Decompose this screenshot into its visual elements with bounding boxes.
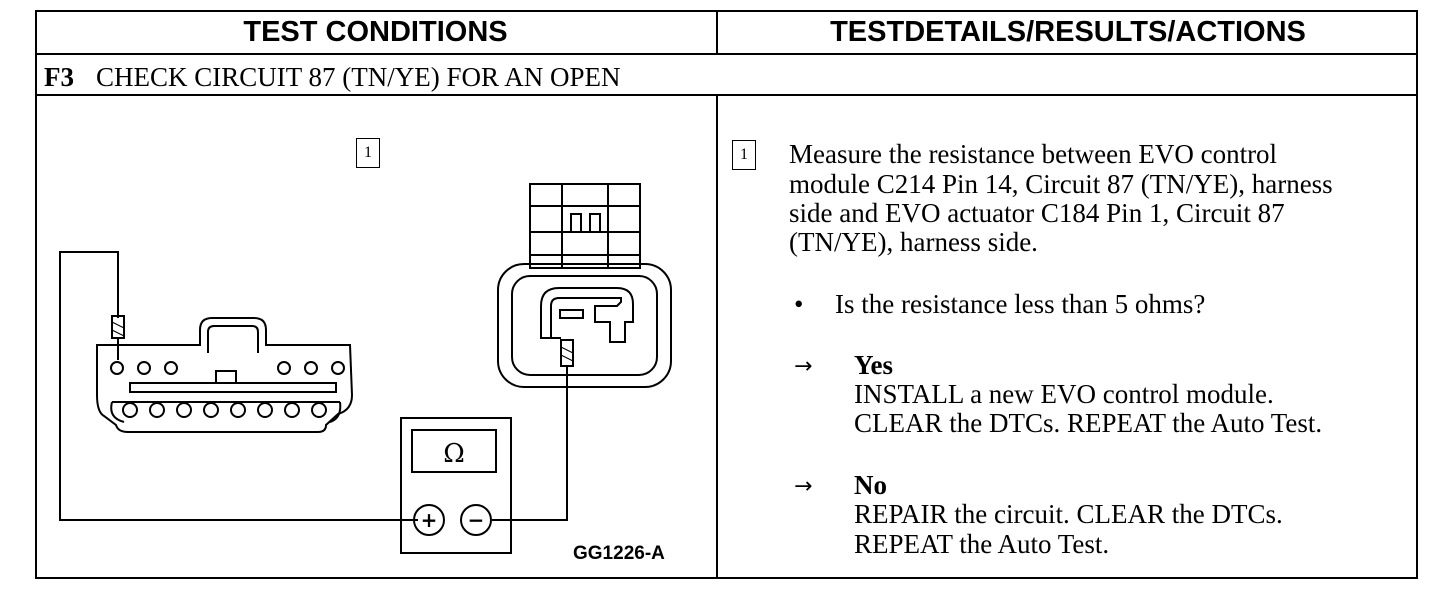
instruction-line-2: module C214 Pin 14, Circuit 87 (TN/YE), …	[789, 169, 1333, 199]
no-action-line-1: REPAIR the circuit. CLEAR the DTCs.	[854, 499, 1283, 529]
section-title-text: CHECK CIRCUIT 87 (TN/YE) FOR AN OPEN	[96, 62, 621, 92]
yes-action-line-1: INSTALL a new EVO control module.	[854, 379, 1274, 409]
yes-arrow-icon: →	[794, 354, 813, 379]
plus-terminal-icon: +	[421, 508, 438, 532]
header-divider	[35, 53, 1418, 55]
section-code: F3	[44, 62, 74, 92]
no-arrow-icon: →	[794, 474, 813, 499]
section-title: F3 CHECK CIRCUIT 87 (TN/YE) FOR AN OPEN	[44, 60, 621, 94]
ohm-symbol: Ω	[443, 439, 465, 469]
bullet-icon: •	[794, 289, 804, 319]
test-lead-negative	[492, 365, 568, 521]
instruction-line-3: side and EVO actuator C184 Pin 1, Circui…	[789, 198, 1285, 228]
header-test-details: TESTDETAILS/RESULTS/ACTIONS	[830, 16, 1306, 48]
section-divider	[35, 94, 1418, 96]
details-step-box: 1	[732, 140, 756, 170]
procedure-table	[35, 10, 1418, 579]
header-column-divider	[716, 10, 718, 54]
body-column-divider	[716, 94, 718, 579]
no-action-line-2: REPEAT the Auto Test.	[854, 529, 1110, 559]
actuator-connector	[497, 183, 672, 388]
instruction-line-4: (TN/YE), harness side.	[789, 227, 1038, 257]
instruction-line-1: Measure the resistance between EVO contr…	[789, 139, 1278, 169]
minus-terminal-icon: −	[468, 508, 485, 532]
ohmmeter	[400, 417, 512, 554]
no-label: No	[854, 470, 887, 500]
figure-id: GG1226-A	[573, 543, 665, 564]
yes-action-line-2: CLEAR the DTCs. REPEAT the Auto Test.	[854, 408, 1323, 438]
control-module-connector	[96, 317, 354, 433]
actuator-probe	[560, 339, 574, 367]
test-lead-positive	[59, 251, 418, 521]
question-text: Is the resistance less than 5 ohms?	[835, 289, 1206, 319]
diagram-step-box: 1	[356, 138, 380, 168]
header-test-conditions: TEST CONDITIONS	[243, 16, 508, 48]
yes-label: Yes	[854, 350, 893, 380]
